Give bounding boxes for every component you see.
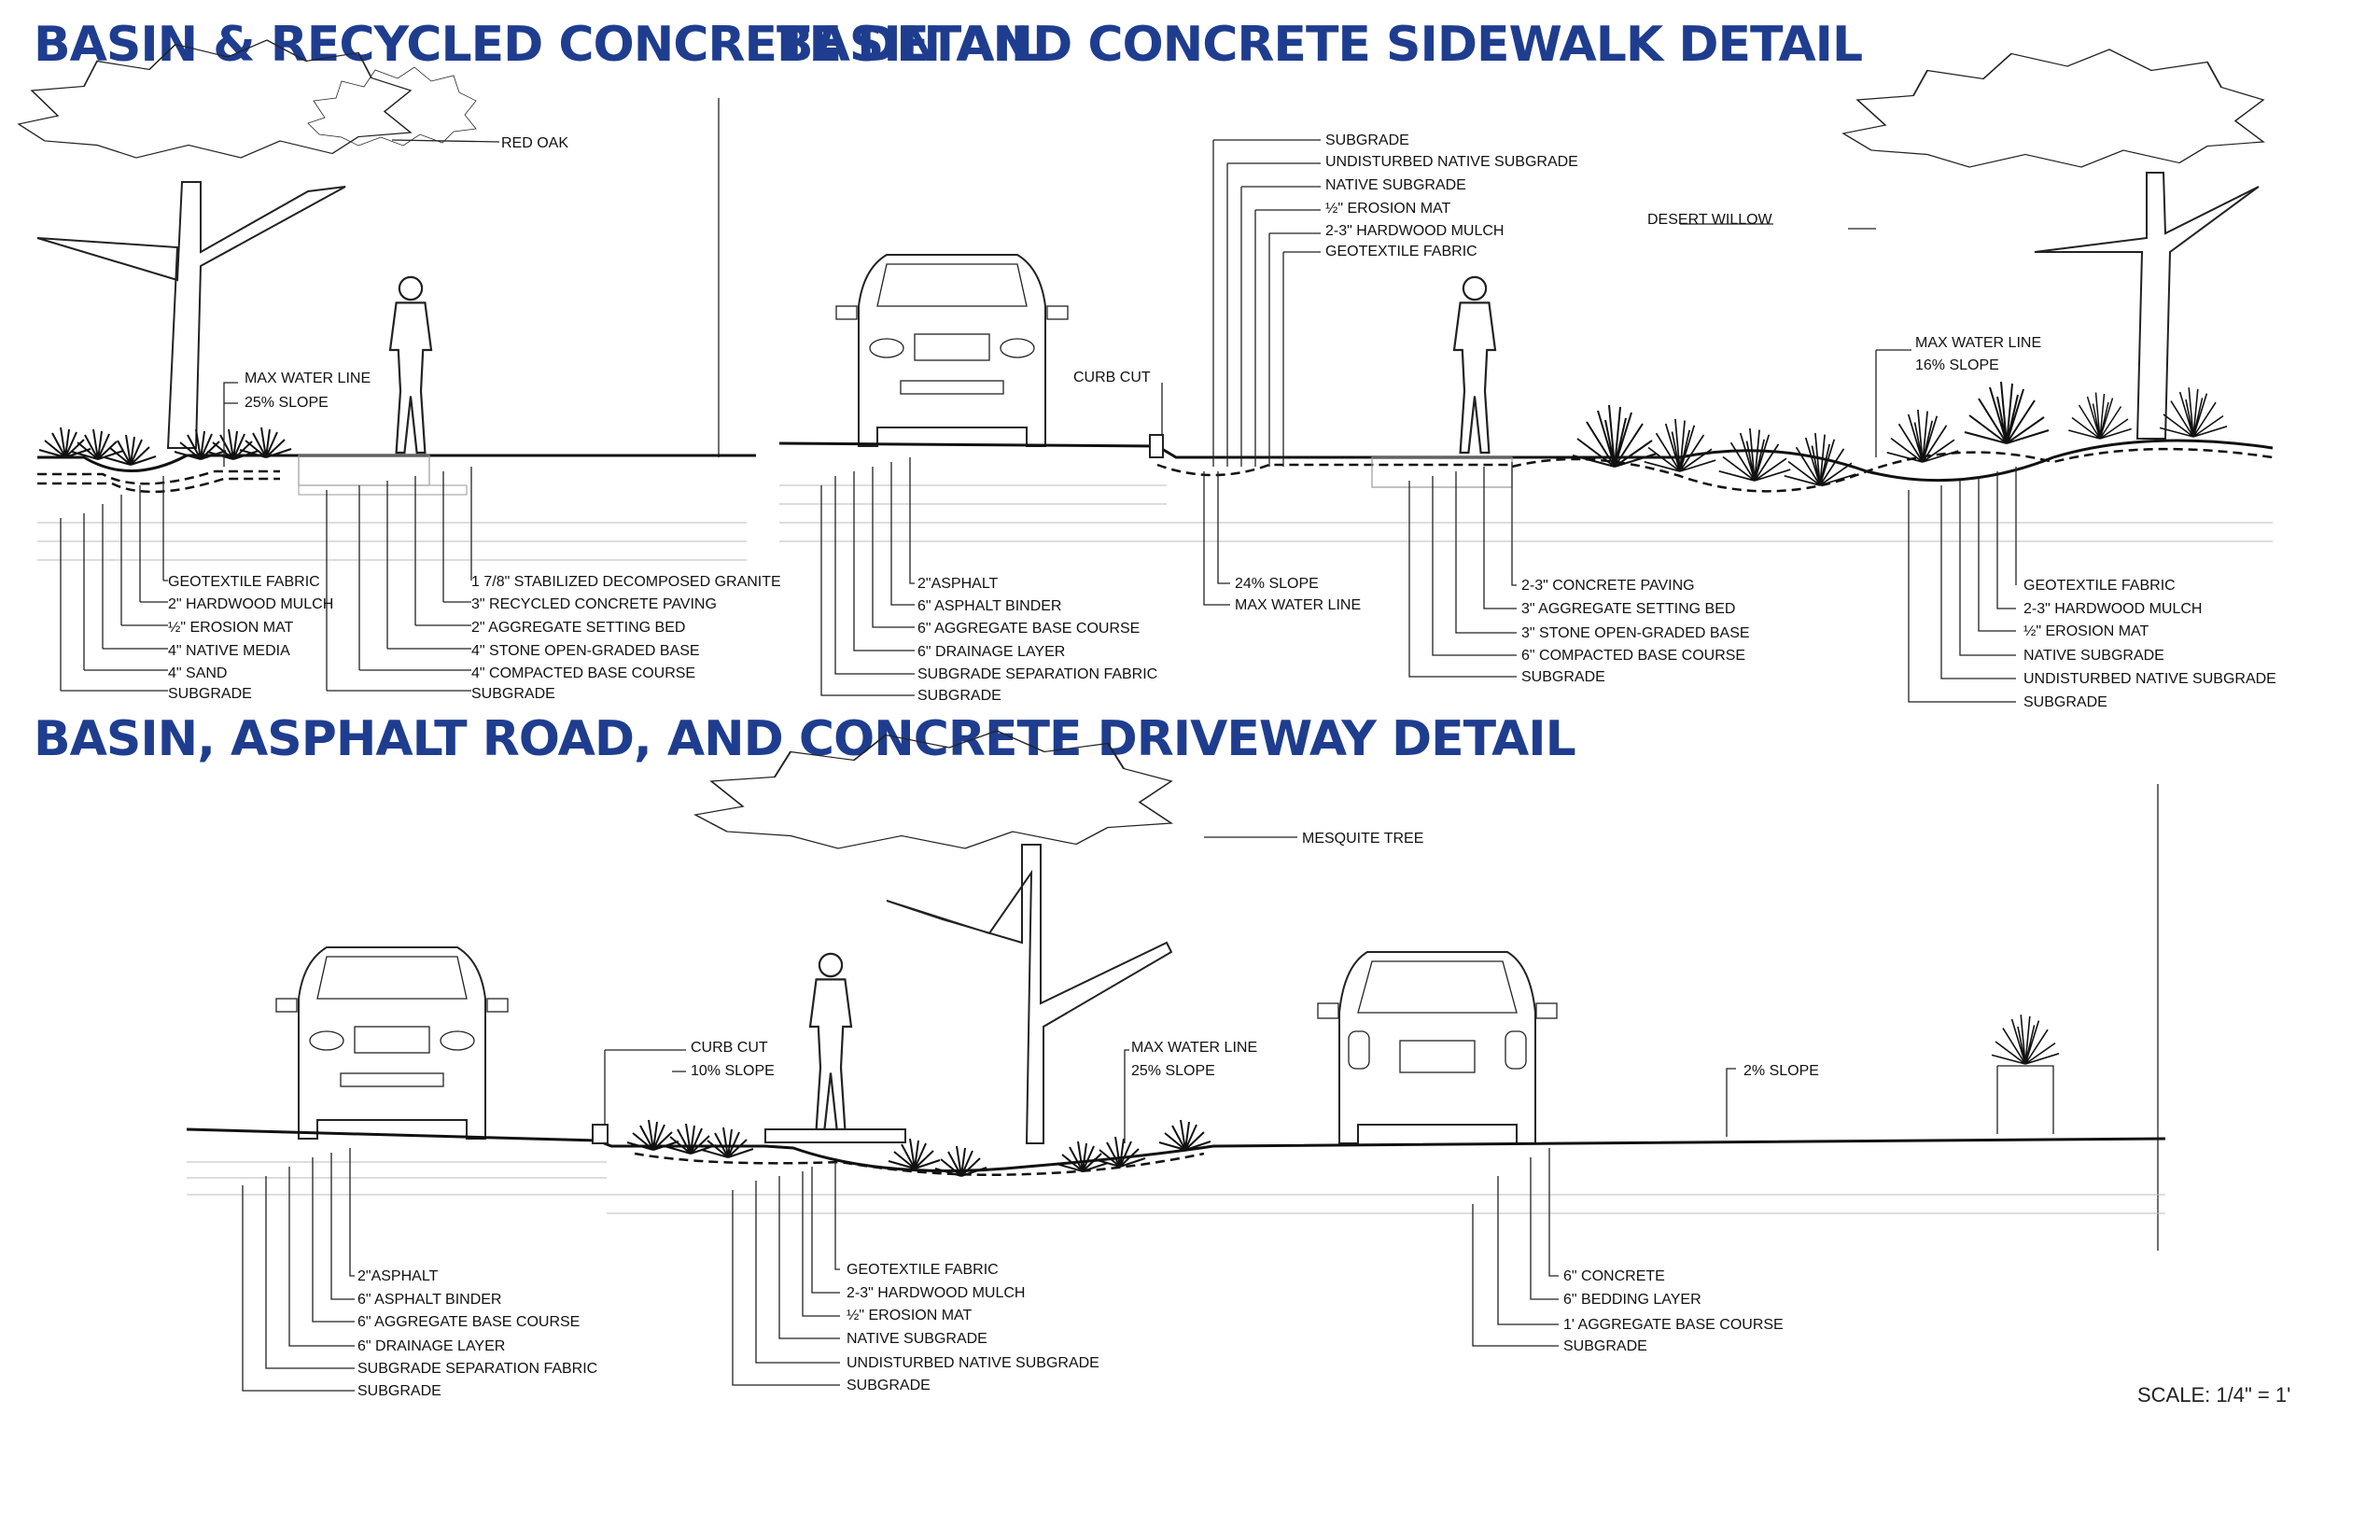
layer-label: UNDISTURBED NATIVE SUBGRADE bbox=[847, 1355, 1099, 1371]
detail2-labels: SUBGRADE UNDISTURBED NATIVE SUBGRADE NAT… bbox=[820, 133, 2276, 710]
layer-label: MAX WATER LINE bbox=[1235, 597, 1361, 613]
layer-label: 6" CONCRETE bbox=[1563, 1268, 1665, 1284]
layer-label: 6" AGGREGATE BASE COURSE bbox=[917, 621, 1140, 637]
detail1-section bbox=[18, 39, 756, 691]
layer-label: SUBGRADE bbox=[471, 686, 555, 702]
layer-label: 2% SLOPE bbox=[1743, 1063, 1819, 1079]
detail3-section bbox=[186, 729, 2166, 1251]
layer-label: 4" COMPACTED BASE COURSE bbox=[471, 665, 695, 681]
layer-label: NATIVE SUBGRADE bbox=[847, 1331, 987, 1347]
layer-label: NATIVE SUBGRADE bbox=[1325, 177, 1466, 193]
layer-label: 2-3" HARDWOOD MULCH bbox=[1325, 223, 1504, 239]
layer-label: 6" COMPACTED BASE COURSE bbox=[1521, 648, 1745, 664]
layer-label: ½" EROSION MAT bbox=[2023, 623, 2149, 639]
layer-label: 6" AGGREGATE BASE COURSE bbox=[357, 1314, 580, 1330]
layer-label: 6" DRAINAGE LAYER bbox=[357, 1338, 505, 1354]
layer-label: NATIVE SUBGRADE bbox=[2023, 648, 2164, 664]
layer-label: UNDISTURBED NATIVE SUBGRADE bbox=[2023, 671, 2276, 687]
detail2-tree-label: DESERT WILLOW bbox=[1647, 212, 1773, 228]
detail1-labels: RED OAK MAX WATER LINE 25% SLOPE GEOTEXT… bbox=[61, 135, 781, 702]
layer-label: 2"ASPHALT bbox=[357, 1268, 439, 1284]
layer-label: SUBGRADE bbox=[1563, 1338, 1647, 1354]
detail3-title: BASIN, ASPHALT ROAD, AND CONCRETE DRIVEW… bbox=[34, 711, 1576, 767]
detail1-tree-label: RED OAK bbox=[501, 135, 568, 151]
layer-label: 25% SLOPE bbox=[1131, 1063, 1215, 1079]
layer-label: SUBGRADE bbox=[2023, 694, 2107, 710]
layer-label: ½" EROSION MAT bbox=[168, 620, 294, 636]
detail3-tree-label: MESQUITE TREE bbox=[1302, 831, 1423, 847]
detail2-title: BASIN AND CONCRETE SIDEWALK DETAIL bbox=[777, 17, 1863, 73]
layer-label: SUBGRADE SEPARATION FABRIC bbox=[917, 666, 1157, 682]
layer-label: 6" BEDDING LAYER bbox=[1563, 1292, 1701, 1308]
layer-label: 4" NATIVE MEDIA bbox=[168, 643, 290, 659]
layer-label: 3" RECYCLED CONCRETE PAVING bbox=[471, 596, 717, 612]
layer-label: MAX WATER LINE bbox=[1915, 335, 2041, 351]
layer-label: MAX WATER LINE bbox=[1131, 1040, 1257, 1056]
layer-label: SUBGRADE SEPARATION FABRIC bbox=[357, 1361, 597, 1377]
layer-label: 2-3" HARDWOOD MULCH bbox=[847, 1285, 1025, 1301]
layer-label: 1' AGGREGATE BASE COURSE bbox=[1563, 1317, 1784, 1333]
layer-label: SUBGRADE bbox=[168, 686, 252, 702]
layer-label: GEOTEXTILE FABRIC bbox=[1325, 244, 1477, 259]
layer-label: 2" HARDWOOD MULCH bbox=[168, 596, 333, 612]
layer-label: 4" SAND bbox=[168, 665, 227, 681]
layer-label: 6" DRAINAGE LAYER bbox=[917, 644, 1065, 660]
layer-label: ½" EROSION MAT bbox=[1325, 201, 1451, 217]
layer-label: SUBGRADE bbox=[1325, 133, 1409, 148]
layer-label: 25% SLOPE bbox=[245, 395, 329, 411]
layer-label: SUBGRADE bbox=[847, 1378, 931, 1393]
layer-label: SUBGRADE bbox=[357, 1383, 441, 1399]
layer-label: 24% SLOPE bbox=[1235, 576, 1319, 592]
layer-label: 2"ASPHALT bbox=[917, 576, 999, 592]
layer-label: 3" AGGREGATE SETTING BED bbox=[1521, 601, 1735, 617]
layer-label: ½" EROSION MAT bbox=[847, 1308, 973, 1323]
layer-label: MAX WATER LINE bbox=[245, 371, 371, 386]
layer-label: 2" AGGREGATE SETTING BED bbox=[471, 620, 685, 636]
layer-label: 4" STONE OPEN-GRADED BASE bbox=[471, 643, 700, 659]
detail1-title: BASIN & RECYCLED CONCRETE DETAIL bbox=[34, 17, 1042, 73]
layer-label: GEOTEXTILE FABRIC bbox=[2023, 578, 2176, 594]
layer-label: CURB CUT bbox=[1073, 370, 1151, 385]
layer-label: GEOTEXTILE FABRIC bbox=[168, 574, 320, 590]
scale-note: SCALE: 1/4" = 1' bbox=[2137, 1383, 2290, 1407]
layer-label: 2-3" HARDWOOD MULCH bbox=[2023, 601, 2202, 617]
layer-label: 16% SLOPE bbox=[1915, 357, 1999, 373]
layer-label: SUBGRADE bbox=[1521, 669, 1605, 685]
layer-label: CURB CUT bbox=[691, 1040, 768, 1056]
layer-label: 10% SLOPE bbox=[691, 1063, 775, 1079]
layer-label: 6" ASPHALT BINDER bbox=[357, 1292, 501, 1308]
layer-label: SUBGRADE bbox=[917, 688, 1001, 704]
detail2-section bbox=[778, 49, 2274, 542]
layer-label: UNDISTURBED NATIVE SUBGRADE bbox=[1325, 154, 1578, 170]
layer-label: GEOTEXTILE FABRIC bbox=[847, 1262, 999, 1278]
detail3-labels: MESQUITE TREE CURB CUT 10% SLOPE MAX WAT… bbox=[242, 831, 2290, 1407]
layer-label: 2-3" CONCRETE PAVING bbox=[1521, 578, 1695, 594]
layer-label: 6" ASPHALT BINDER bbox=[917, 598, 1061, 614]
layer-label: 3" STONE OPEN-GRADED BASE bbox=[1521, 625, 1750, 641]
layer-label: 1 7/8" STABILIZED DECOMPOSED GRANITE bbox=[471, 574, 781, 590]
